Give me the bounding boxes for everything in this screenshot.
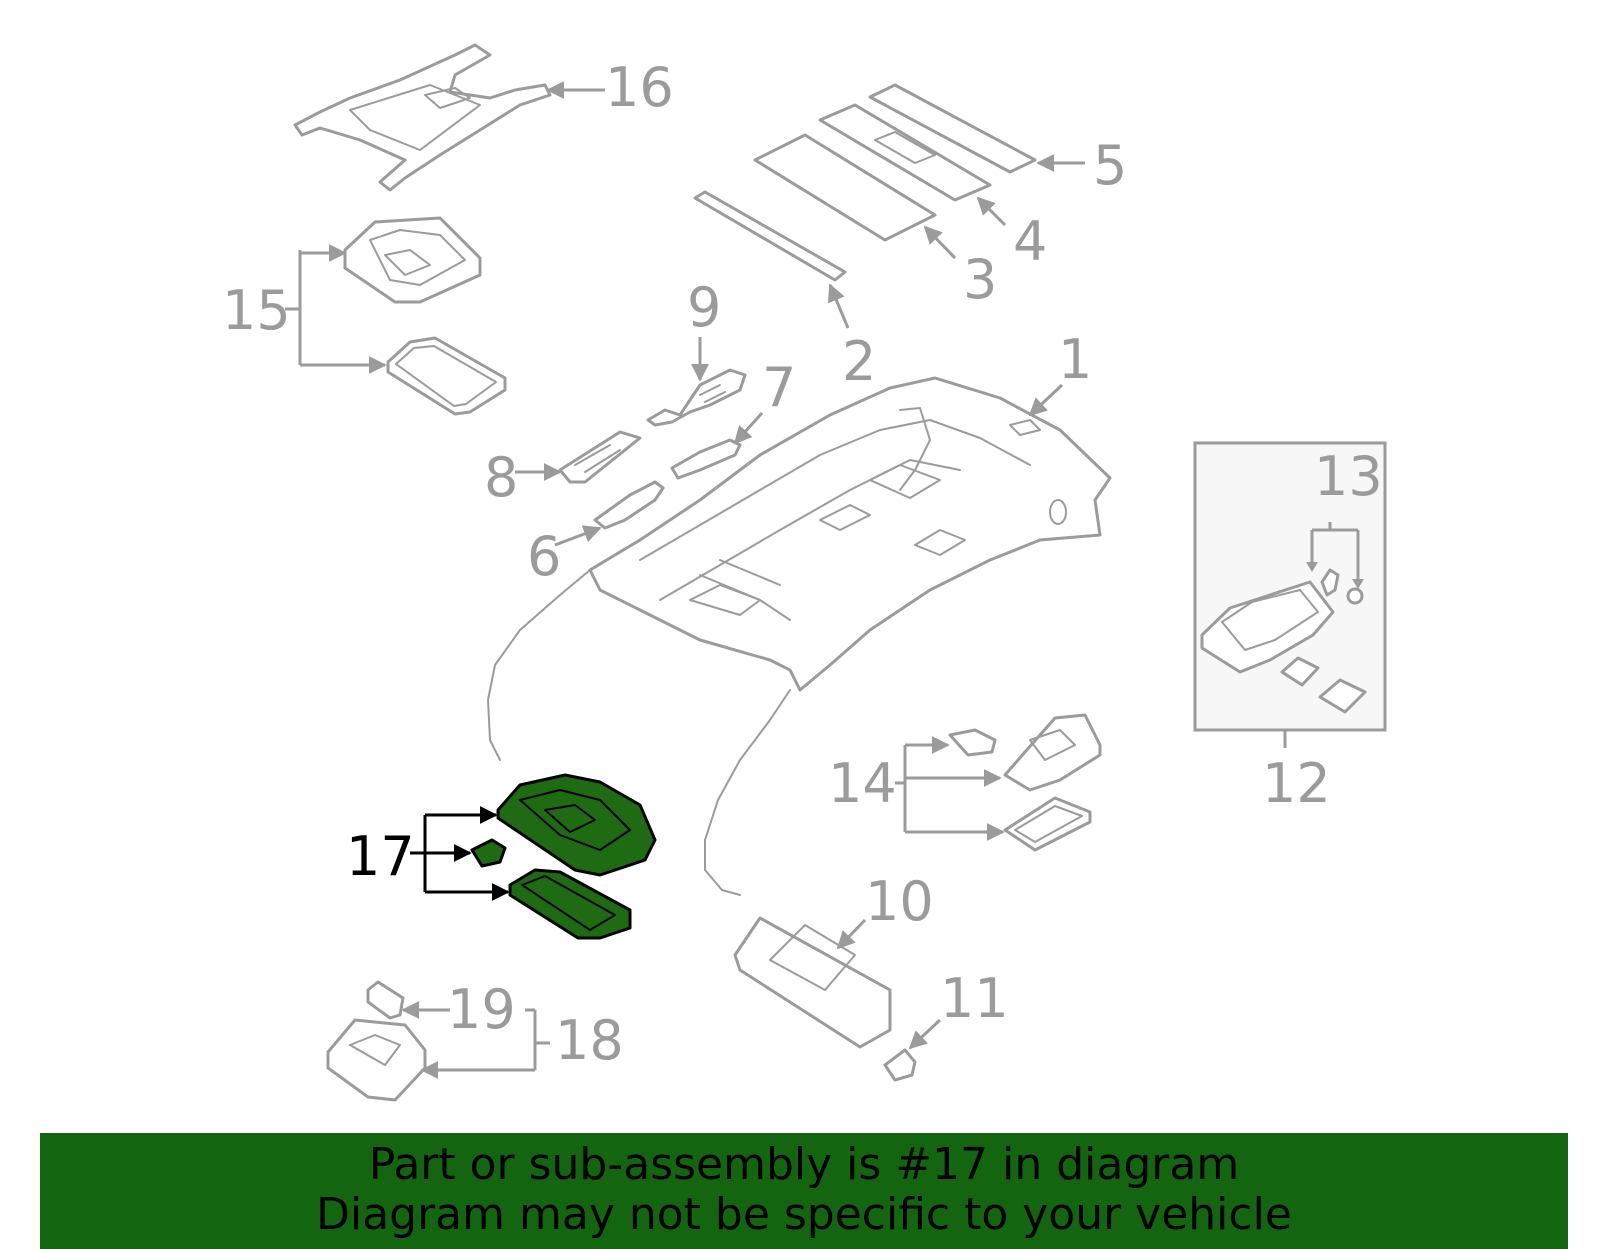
banner-line-1: Part or sub-assembly is #17 in diagram	[368, 1139, 1240, 1190]
callout-4[interactable]: 4	[1013, 210, 1047, 273]
part-15-lamp	[343, 216, 482, 304]
part-1-headliner	[588, 376, 1112, 692]
callout-6[interactable]: 6	[527, 525, 561, 588]
callout-13[interactable]: 13	[1314, 445, 1383, 508]
callout-18[interactable]: 18	[555, 1009, 624, 1072]
harness-right	[704, 689, 791, 896]
callout-15[interactable]: 15	[222, 279, 291, 342]
banner-line-2: Diagram may not be specific to your vehi…	[316, 1189, 1292, 1240]
part-18-lamp	[326, 1018, 427, 1102]
part-19-bulb	[366, 980, 405, 1020]
part-3-pad	[753, 133, 937, 242]
part-12-console	[1200, 580, 1367, 714]
part-5-pad	[868, 83, 1037, 174]
part-13-bulbs	[1320, 568, 1364, 605]
part-6-handle	[593, 480, 665, 530]
info-banner: Part or sub-assembly is #17 in diagram D…	[40, 1133, 1568, 1249]
part-15-lens	[386, 336, 507, 416]
callout-12[interactable]: 12	[1262, 752, 1331, 815]
callout-5[interactable]: 5	[1093, 134, 1127, 197]
callout-9[interactable]: 9	[687, 276, 721, 339]
callout-2[interactable]: 2	[842, 330, 876, 393]
callout-10[interactable]: 10	[865, 870, 934, 933]
part-2-strip	[693, 190, 847, 282]
part-9-bracket	[646, 368, 747, 427]
callout-14[interactable]: 14	[828, 752, 897, 815]
callout-16[interactable]: 16	[605, 56, 674, 119]
part-8-bracket	[558, 430, 642, 484]
inset-box-12	[1193, 441, 1387, 732]
callout-7[interactable]: 7	[762, 356, 796, 419]
callout-17[interactable]: 17	[346, 825, 415, 888]
callout-19[interactable]: 19	[447, 978, 516, 1041]
part-10-visor	[733, 916, 892, 1049]
callout-3[interactable]: 3	[963, 248, 997, 311]
harness-left	[487, 569, 591, 761]
part-17-highlighted[interactable]	[470, 773, 657, 940]
part-14-lamp	[948, 713, 1102, 852]
callout-11[interactable]: 11	[940, 967, 1009, 1030]
callout-8[interactable]: 8	[484, 446, 518, 509]
callout-1[interactable]: 1	[1058, 328, 1092, 391]
part-4-pad	[818, 103, 992, 202]
part-16-roof-bracket	[293, 43, 552, 192]
part-7-handle	[670, 438, 742, 480]
part-11-clip	[883, 1048, 917, 1082]
